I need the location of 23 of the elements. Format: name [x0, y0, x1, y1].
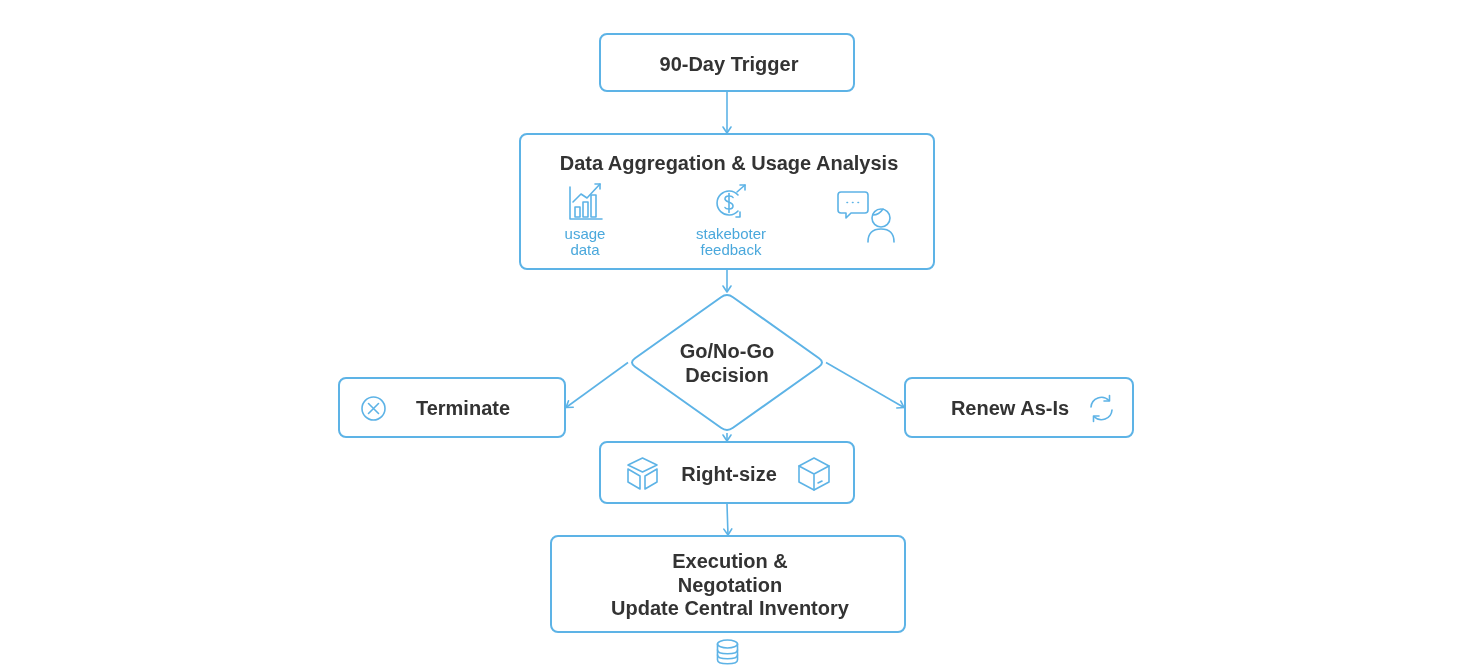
node-title: Right-size: [680, 462, 778, 486]
node-title: Terminate: [414, 396, 512, 420]
node-title: Go/No-Go Decision: [678, 339, 776, 387]
node-title: 90-Day Trigger: [658, 52, 800, 76]
arrow: [722, 91, 732, 134]
decision-diamond: [628, 292, 826, 433]
arrow: [723, 503, 733, 536]
node-title: Data Aggregation & Usage Analysis: [558, 151, 900, 175]
icon-caption: stakeboter feedback: [694, 226, 767, 258]
process-box: [550, 535, 906, 633]
process-box: [338, 377, 566, 438]
arrow: [565, 361, 629, 409]
process-box: [599, 441, 855, 504]
process-box: [519, 133, 935, 270]
arrow: [722, 269, 732, 293]
process-box: [599, 33, 855, 92]
arrow: [825, 361, 905, 409]
node-title: Update Central Inventory: [610, 596, 850, 620]
arrow: [722, 432, 732, 442]
process-box: [904, 377, 1134, 438]
node-title: Renew As-Is: [949, 396, 1071, 420]
icon-caption: usage data: [563, 226, 607, 258]
node-title: Execution & Negotation: [671, 549, 789, 597]
